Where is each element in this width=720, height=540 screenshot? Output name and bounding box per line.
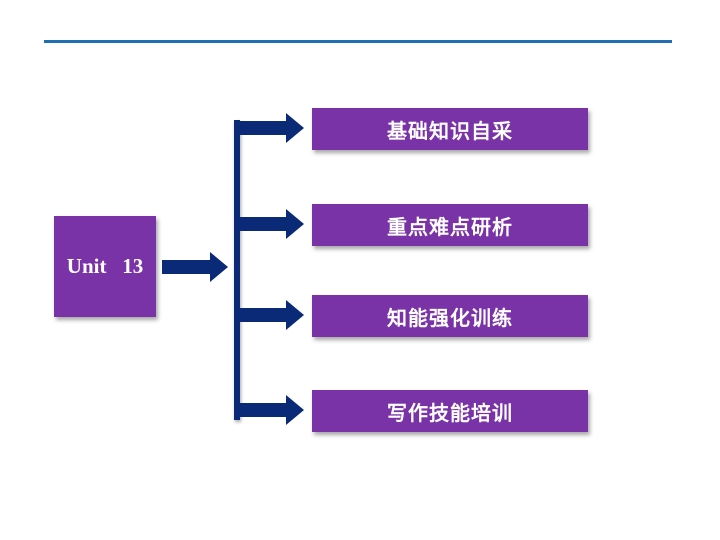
section-key-difficult-points[interactable]: 重点难点研析 [312, 204, 588, 246]
section-writing-skills[interactable]: 写作技能培训 [312, 390, 588, 432]
connector-bar [234, 120, 240, 420]
unit-title-box: Unit 13 [54, 216, 156, 317]
section-skill-training[interactable]: 知能强化训练 [312, 295, 588, 337]
section-label: 写作技能培训 [387, 400, 513, 425]
section-label: 重点难点研析 [387, 214, 513, 239]
branch-arrow-2-icon [238, 209, 304, 239]
section-label: 基础知识自采 [387, 118, 513, 143]
branch-arrow-3-icon [238, 300, 304, 330]
branch-arrow-4-icon [238, 395, 304, 425]
section-basic-knowledge[interactable]: 基础知识自采 [312, 108, 588, 150]
unit-title: Unit 13 [66, 254, 144, 278]
top-divider [44, 40, 672, 43]
unit-arrow-icon [162, 252, 228, 282]
section-label: 知能强化训练 [387, 305, 513, 330]
branch-arrow-1-icon [238, 113, 304, 143]
